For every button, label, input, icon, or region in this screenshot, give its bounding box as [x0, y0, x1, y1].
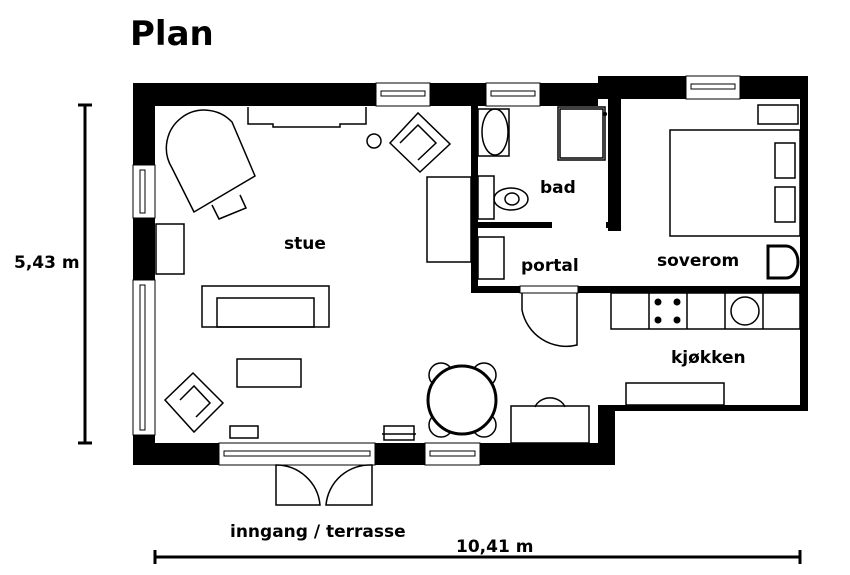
sideboard	[247, 107, 367, 128]
furniture	[155, 104, 801, 506]
room-label-bad: bad	[540, 178, 576, 198]
kitchen-sink	[730, 296, 760, 326]
sofa	[216, 297, 315, 328]
desk	[510, 405, 590, 444]
chair	[766, 244, 800, 280]
kitchen-bench	[625, 382, 725, 406]
dimension-width	[153, 550, 802, 564]
armchair	[388, 111, 452, 174]
entrance-label: inngang / terrasse	[230, 522, 406, 542]
piano-stool	[211, 194, 248, 220]
room-label-soverom: soverom	[657, 251, 739, 271]
piano	[165, 109, 256, 214]
lamp	[366, 133, 382, 149]
room-label-portal: portal	[521, 256, 579, 276]
portal-cabinet	[477, 236, 505, 280]
bed	[669, 129, 801, 237]
dimension-height	[78, 103, 92, 445]
toilet	[493, 187, 529, 211]
room-label-stue: stue	[284, 234, 326, 254]
entrance-door-left	[275, 464, 321, 506]
shower	[559, 108, 604, 159]
kitchen-counter	[610, 292, 801, 330]
shelf	[426, 176, 472, 263]
cabinet	[155, 223, 185, 275]
entrance-door-right	[325, 464, 373, 506]
sink	[481, 108, 509, 156]
dimension-width-label: 10,41 m	[456, 537, 533, 557]
dining-table	[426, 364, 498, 436]
armchair-2	[163, 371, 225, 434]
stool	[229, 425, 259, 439]
coffee-table	[236, 358, 302, 388]
plan-title: Plan	[130, 14, 214, 54]
door-swing	[521, 293, 578, 348]
windows	[132, 75, 741, 466]
room-label-kjokken: kjøkken	[671, 348, 746, 368]
dimension-height-label: 5,43 m	[14, 253, 80, 273]
